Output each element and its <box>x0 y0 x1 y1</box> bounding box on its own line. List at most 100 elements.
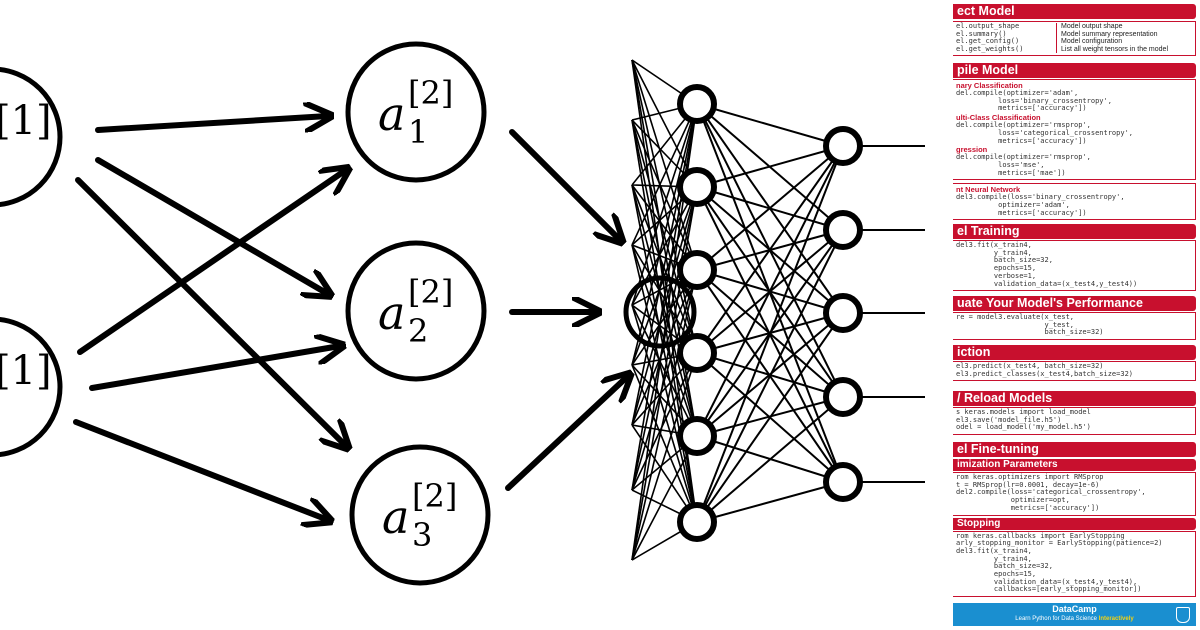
desc-cell: List all weight tensors in the model <box>1056 45 1168 53</box>
network-edge <box>696 145 844 354</box>
code-cell: el.get_weights() <box>956 44 1024 53</box>
section-title: el Training <box>953 224 1196 239</box>
subsection-label: nt Neural Network <box>956 185 1021 195</box>
network-edge <box>696 145 844 271</box>
arrows-layer1-to-layer2 <box>73 116 346 520</box>
table-row: el.output_shape Model output shape <box>956 22 1192 31</box>
tagline-prefix: Learn Python for Data Science <box>1015 616 1099 622</box>
network-edge <box>631 103 698 491</box>
code-cell: el.output_shape <box>956 22 1020 30</box>
left-node-1-label: [1] <box>0 98 52 144</box>
datacamp-footer: DataCamp Learn Python for Data Science I… <box>953 603 1196 626</box>
section-title: uate Your Model's Performance <box>953 296 1196 311</box>
mid-node-1-letter: a <box>378 87 405 141</box>
network-edge <box>696 103 844 147</box>
network-edge <box>631 103 698 426</box>
network-edge <box>631 186 698 491</box>
section-save-reload: / Reload Models s keras.models import lo… <box>953 391 1196 436</box>
desc-cell: Model summary representation <box>1056 30 1158 38</box>
network-node <box>823 210 863 250</box>
code-block: rom keras.optimizers import RMSprop t = … <box>956 473 1146 512</box>
subsection-label: ulti-Class Classification <box>956 113 1041 123</box>
mid-node-3-sub: 3 <box>412 516 432 554</box>
code-block: del.compile(optimizer='adam', loss='bina… <box>956 89 1112 113</box>
arrows-layer2-to-layer3 <box>505 129 628 491</box>
desc-cell: Model configuration <box>1056 38 1122 46</box>
network-node <box>677 250 717 290</box>
left-node-2-label: [1] <box>0 348 52 394</box>
table-row: el.get_weights() List all weight tensors … <box>956 44 1192 53</box>
network-edge <box>696 396 844 523</box>
network-node <box>677 84 717 124</box>
keras-cheat-sheet: ect Model el.output_shape Model output sh… <box>953 0 1200 630</box>
rnn-box: nt Neural Network del3.compile(loss='bin… <box>953 183 1196 221</box>
partial-node <box>623 275 697 349</box>
network-edge <box>631 186 698 426</box>
network-edge <box>631 184 698 523</box>
training-box: del3.fit(x_train4, y_train4, batch_size=… <box>953 240 1196 292</box>
code-block: el3.predict(x_test4, batch_size=32) el3.… <box>956 362 1134 378</box>
network-edge <box>631 103 698 366</box>
network-edge <box>631 244 698 523</box>
network-edge <box>696 312 844 523</box>
brand-name: DataCamp <box>1052 604 1097 614</box>
section-model-training: el Training del3.fit(x_train4, y_train4,… <box>953 224 1196 292</box>
code-block: rom keras.callbacks import EarlyStopping… <box>956 531 1163 594</box>
subsection-label: nary Classification <box>956 81 1023 90</box>
evaluate-box: re = model3.evaluate(x_test, y_test, bat… <box>953 312 1196 341</box>
early-stopping-box: rom keras.callbacks import EarlyStopping… <box>953 530 1196 598</box>
network-edge <box>631 364 698 523</box>
network-edge <box>696 481 844 523</box>
subsection-title: Stopping <box>953 517 1196 530</box>
network-edge <box>631 352 698 561</box>
code-block: del3.fit(x_train4, y_train4, batch_size=… <box>956 241 1138 288</box>
network-node <box>677 333 717 373</box>
mid-node-2: a [2] 2 <box>345 240 487 382</box>
table-row: el.summary()Model summary representation <box>956 30 1192 38</box>
network-edge <box>631 186 698 561</box>
network-node <box>677 416 717 456</box>
reload-box: s keras.models import load_model el3.sav… <box>953 407 1196 436</box>
shield-logo-icon <box>1176 607 1190 623</box>
svg-text:a: a <box>382 490 409 544</box>
left-node-2: [1] <box>0 316 63 458</box>
network-edge <box>696 145 844 523</box>
subsection-title: imization Parameters <box>953 459 1196 471</box>
compile-box: nary Classification del.compile(optimize… <box>953 79 1196 181</box>
section-title: / Reload Models <box>953 391 1196 406</box>
network-edge <box>631 59 698 437</box>
mid-node-1: a [2] 1 <box>345 41 487 183</box>
mid-node-3-letter: a <box>382 490 409 544</box>
code-block: del.compile(optimizer='rmsprop', loss='c… <box>956 121 1134 145</box>
network-edge <box>631 184 698 437</box>
section-title: ect Model <box>953 4 1196 19</box>
network-edge <box>631 435 698 561</box>
desc-cell: Model output shape <box>1056 23 1123 31</box>
network-edge <box>696 145 844 188</box>
mid-node-3-sup: [2] <box>412 477 457 515</box>
network-node <box>823 377 863 417</box>
code-block: del.compile(optimizer='rmsprop', loss='m… <box>956 153 1091 177</box>
code-block: del3.compile(loss='binary_crossentropy',… <box>956 193 1125 217</box>
tagline: Learn Python for Data Science Interactiv… <box>953 615 1196 623</box>
subsection-label: gression <box>956 145 988 155</box>
section-inspect-model: ect Model el.output_shape Model output sh… <box>953 4 1196 56</box>
section-compile-model: pile Model nary Classification del.compi… <box>953 63 1196 221</box>
network-edge <box>631 269 698 561</box>
tagline-highlight: Interactively <box>1098 616 1134 622</box>
network-node <box>677 502 717 542</box>
section-title: pile Model <box>953 63 1196 78</box>
mid-node-1-sub: 1 <box>408 113 428 151</box>
section-evaluate: uate Your Model's Performance re = model… <box>953 296 1196 341</box>
network-node <box>823 462 863 502</box>
mid-node-2-letter: a <box>378 286 405 340</box>
inspect-rows: el.output_shape Model output shape el.sum… <box>953 21 1196 56</box>
network-node <box>823 293 863 333</box>
svg-text:a: a <box>378 87 405 141</box>
table-row: el.get_config() Model configuration <box>956 37 1192 46</box>
network-edge <box>696 145 844 437</box>
prediction-box: el3.predict(x_test4, batch_size=32) el3.… <box>953 361 1196 382</box>
code-cell: el.get_config() <box>956 37 1020 45</box>
mid-node-2-sub: 2 <box>408 312 428 350</box>
